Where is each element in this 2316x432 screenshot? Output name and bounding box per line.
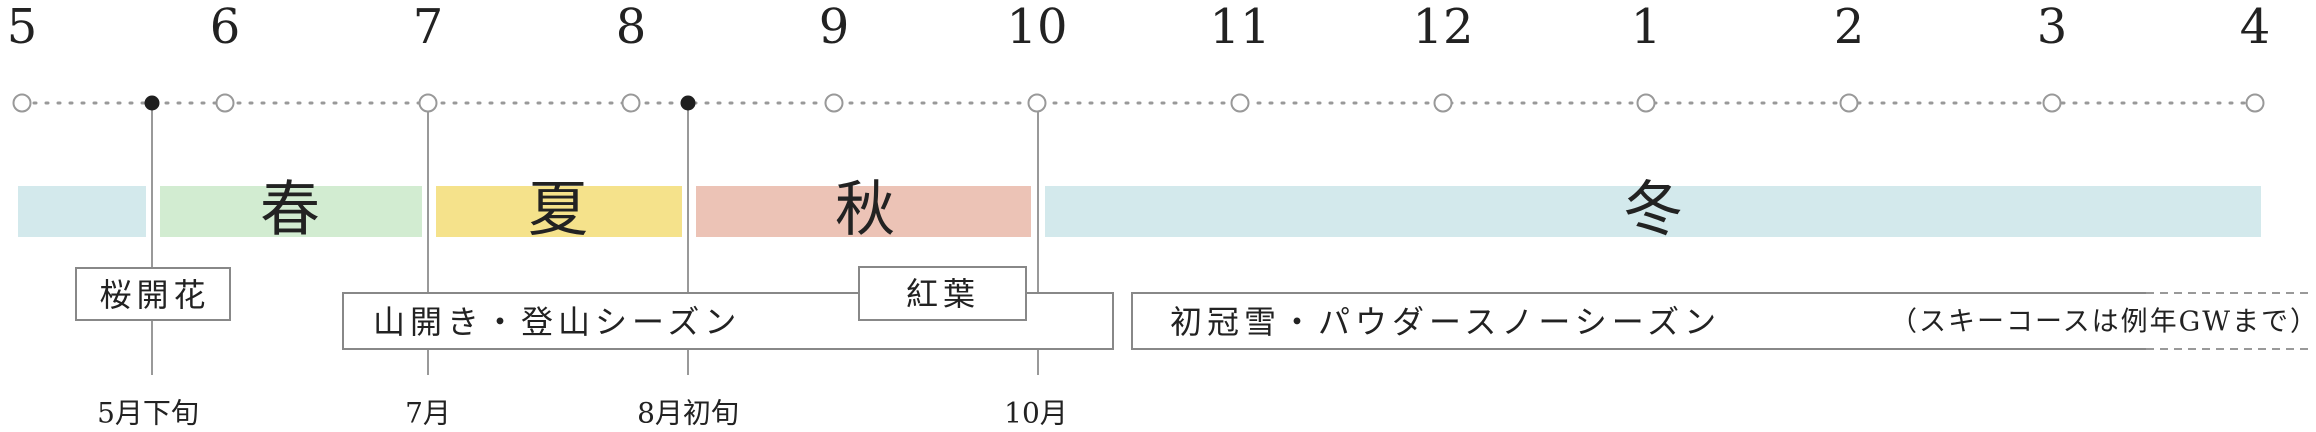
month-label: 12 (1412, 0, 1473, 55)
month-label: 10 (1006, 0, 1067, 55)
month-label: 1 (1631, 0, 1662, 55)
date-october: 10月 (1004, 397, 1068, 430)
month-circle (1636, 93, 1656, 113)
late-may-dot (144, 95, 160, 111)
month-circle (1027, 93, 1047, 113)
month-circles (12, 93, 2265, 113)
date-late-may: 5月下旬 (97, 397, 199, 430)
month-label: 3 (2037, 0, 2068, 55)
month-circle (621, 93, 641, 113)
powder-season-box (1131, 292, 2146, 350)
month-circle (1433, 93, 1453, 113)
ski-course-note: （スキーコースは例年GWまで） (1890, 307, 2316, 338)
early-aug-dot (680, 95, 696, 111)
season-bar-spring (160, 186, 422, 237)
month-label: 9 (819, 0, 850, 55)
autumn-leaves-box (858, 266, 1027, 321)
month-circle (2245, 93, 2265, 113)
season-spring-label: 春 (260, 175, 320, 245)
climbing-season-label: 山開き・登山シーズン (373, 303, 741, 341)
month-label: 6 (210, 0, 241, 55)
month-circle (1230, 93, 1250, 113)
sakura-label: 桜開花 (99, 276, 210, 314)
season-bar-winter (1045, 186, 2261, 237)
season-summer-label: 夏 (528, 175, 588, 245)
powder-season-label: 初冠雪・パウダースノーシーズン (1170, 303, 1721, 341)
month-circle (824, 93, 844, 113)
month-label: 11 (1209, 0, 1270, 55)
month-circle (215, 93, 235, 113)
sakura-box (75, 267, 231, 321)
month-circle (2042, 93, 2062, 113)
month-label: 8 (616, 0, 647, 55)
season-bar-summer (436, 186, 682, 237)
date-july: 7月 (405, 397, 451, 430)
month-label: 7 (413, 0, 444, 55)
autumn-leaves-label: 紅葉 (906, 275, 980, 313)
month-circle (1839, 93, 1859, 113)
month-label: 2 (1834, 0, 1865, 55)
month-label: 4 (2240, 0, 2271, 55)
date-early-aug: 8月初旬 (637, 397, 739, 430)
season-bar-autumn (696, 186, 1031, 237)
month-label: 5 (7, 0, 38, 55)
season-winter-label: 冬 (1623, 175, 1683, 245)
season-bar-lead (18, 186, 146, 237)
month-circle (418, 93, 438, 113)
season-autumn-label: 秋 (835, 175, 895, 245)
month-circle (12, 93, 32, 113)
